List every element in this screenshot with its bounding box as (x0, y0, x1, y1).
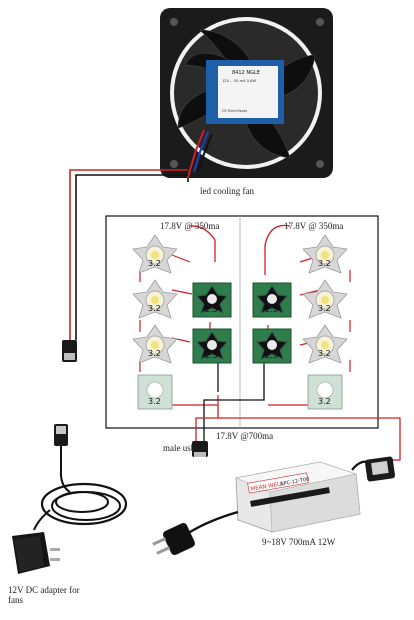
led-voltage-label: 3.2 (318, 349, 331, 358)
led-voltage-label: 3.2 (148, 259, 161, 268)
adapter-label: 12V DC adapter for fans (8, 585, 80, 605)
led-voltage-label: 3.2 (148, 397, 161, 406)
led-voltage-label: 2.5 (265, 305, 278, 314)
usb-plug-icon (364, 456, 396, 482)
led-voltage-label: 2.5 (205, 305, 218, 314)
driver-label: 9~18V 700mA 12W (262, 537, 336, 547)
usb-plug-icon (62, 340, 77, 362)
white-led-4: 3.2 (302, 279, 348, 319)
led-voltage-label: 2.5 (265, 351, 278, 360)
white-led-2: 3.2 (132, 324, 178, 364)
white-led-0: 3.2 (132, 234, 178, 274)
fan-spec-text: 12V -- 50 mA 0.6W (222, 79, 256, 83)
usb-plug-icon (192, 441, 208, 457)
green-led-1: 2.5 (192, 328, 232, 364)
fan-icon: 8412 NGLE 12V -- 50 mA 0.6W CE Ebm-Papst (160, 8, 333, 179)
white-led-1: 3.2 (132, 279, 178, 319)
led-voltage-label: 3.2 (148, 304, 161, 313)
dc-adapter-icon (12, 424, 128, 574)
white-square-led-0: 3.2 (137, 374, 173, 410)
green-led-3: 2.5 (252, 328, 292, 364)
male-usb-label: male usb (163, 443, 196, 453)
white-square-led-1: 3.2 (307, 374, 343, 410)
fan-model-text: 8412 NGLE (232, 70, 260, 76)
right-string-current-label: 17.8V @ 350ma (284, 221, 344, 231)
led-voltage-label: 3.2 (148, 349, 161, 358)
green-led-2: 2.5 (252, 282, 292, 318)
total-current-label: 17.8V @700ma (216, 431, 274, 441)
green-led-0: 2.5 (192, 282, 232, 318)
led-voltage-label: 3.2 (318, 304, 331, 313)
led-voltage-label: 3.2 (318, 259, 331, 268)
ac-plug-icon (152, 523, 195, 555)
driver-model-text: APC-12-700 (280, 477, 310, 488)
white-led-3: 3.2 (302, 234, 348, 274)
led-driver-icon: MEAN WELL APC-12-700 (234, 461, 361, 533)
white-led-5: 3.2 (302, 324, 348, 364)
left-string-current-label: 17.8V @ 350ma (160, 221, 220, 231)
fan-label: led cooling fan (200, 186, 254, 196)
led-voltage-label: 3.2 (318, 397, 331, 406)
fan-extra-text: CE Ebm-Papst (222, 109, 248, 113)
led-voltage-label: 2.5 (205, 351, 218, 360)
driver-brand-text: MEAN WELL (250, 481, 284, 493)
